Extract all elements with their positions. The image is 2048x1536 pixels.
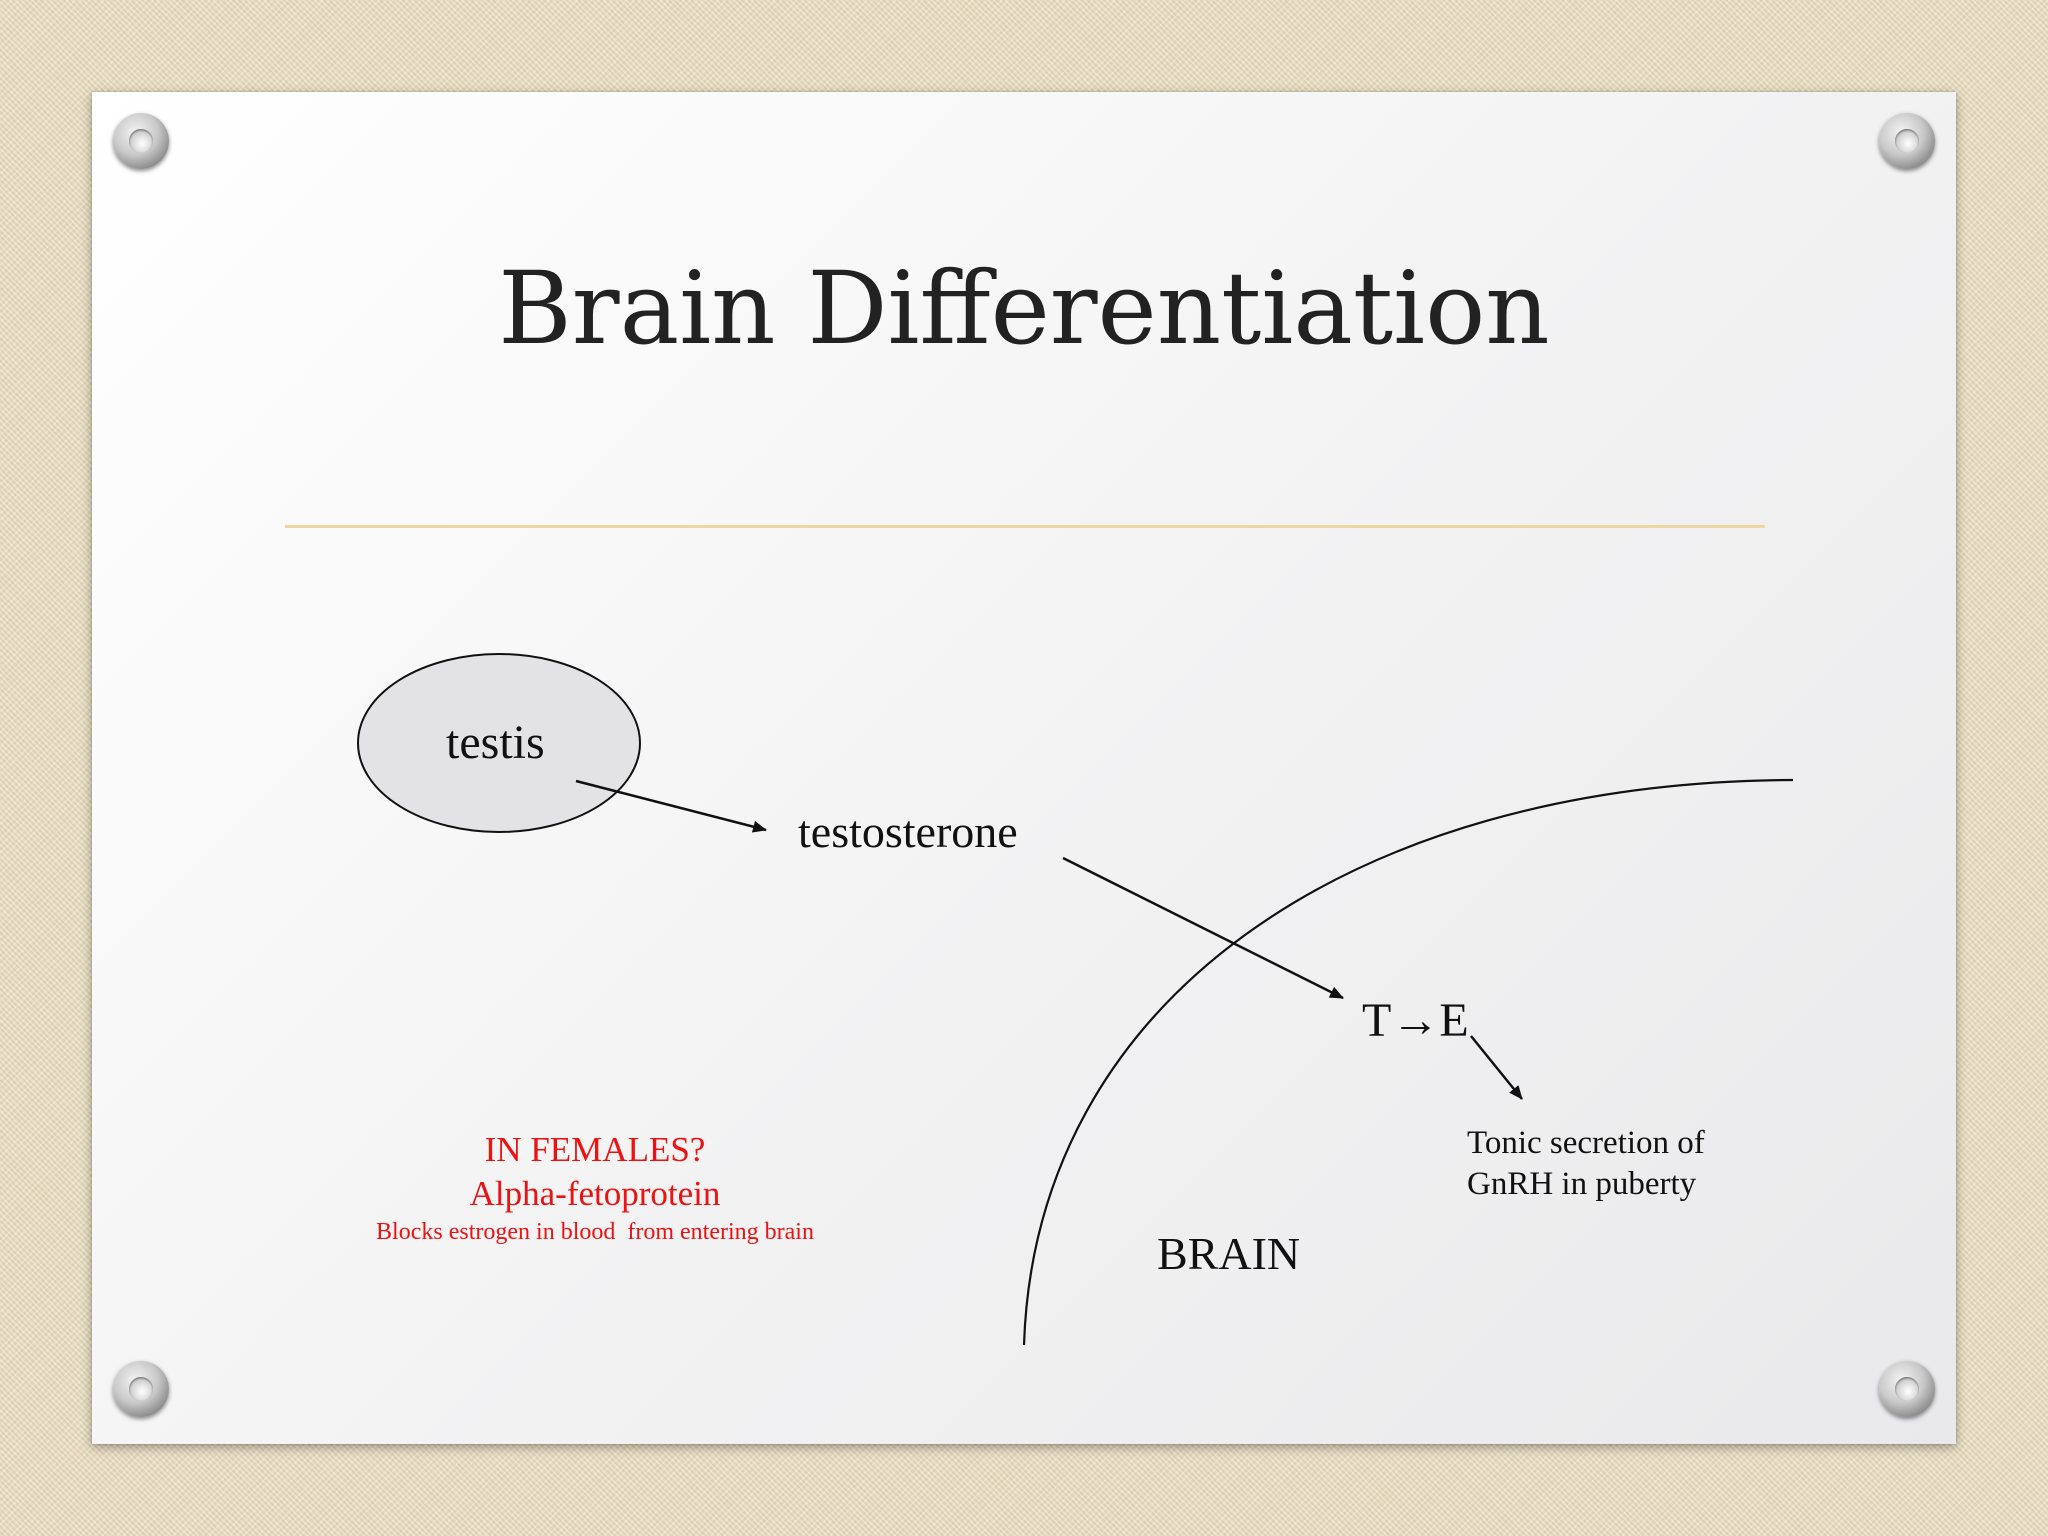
conversion-label: T→E — [1362, 994, 1469, 1047]
testosterone-label: testosterone — [798, 806, 1018, 857]
brain-boundary — [1022, 778, 1794, 1346]
outcome-label-line2: GnRH in puberty — [1467, 1166, 1697, 1202]
edge-conversion-to-outcome — [1470, 1035, 1523, 1100]
edge-testis-to-testosterone — [575, 779, 767, 833]
female-note-subheading: Alpha-fetoprotein — [469, 1174, 721, 1213]
brain-label: BRAIN — [1157, 1228, 1301, 1279]
slide-title: Brain Differentiation — [498, 250, 1550, 367]
female-note-heading: IN FEMALES? — [484, 1130, 706, 1169]
testis-label: testis — [446, 716, 545, 769]
rivet-top-right-icon — [1879, 113, 1935, 169]
rivet-bottom-right-icon — [1879, 1361, 1935, 1417]
rivet-bottom-left-icon — [113, 1361, 169, 1417]
outcome-label-line1: Tonic secretion of — [1467, 1125, 1705, 1161]
female-note-detail: Blocks estrogen in blood from entering b… — [376, 1219, 814, 1245]
title-divider — [285, 525, 1765, 528]
testis-node — [357, 653, 641, 833]
rivet-top-left-icon — [113, 113, 169, 169]
edge-testosterone-to-conversion — [1062, 856, 1344, 1000]
